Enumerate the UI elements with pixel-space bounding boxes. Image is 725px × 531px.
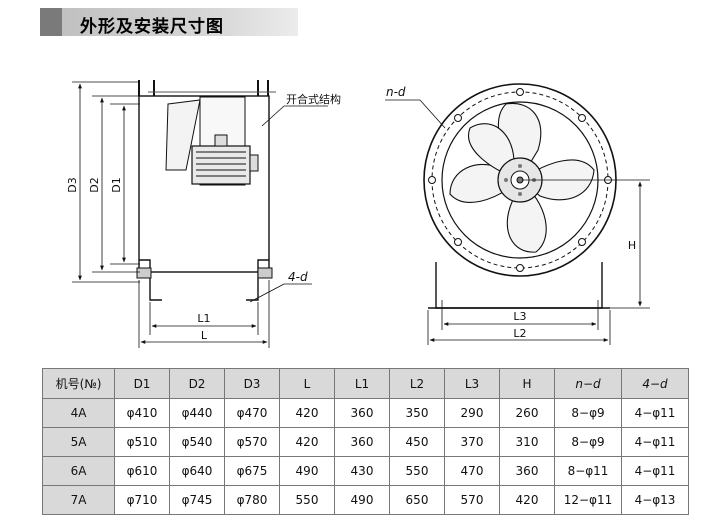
table-cell: 430 [334, 456, 390, 486]
column-header: H [499, 368, 555, 399]
title-accent [40, 8, 62, 36]
column-header: 4−d [621, 368, 689, 399]
table-cell: φ470 [224, 398, 280, 428]
model-cell: 4A [42, 398, 115, 428]
table-cell: 550 [389, 456, 445, 486]
column-header: L3 [444, 368, 500, 399]
table-cell: φ440 [169, 398, 225, 428]
table-cell: φ710 [114, 485, 170, 515]
table-cell: 420 [499, 485, 555, 515]
table-cell: φ745 [169, 485, 225, 515]
side-view-drawing [72, 80, 328, 348]
table-cell: 8−φ9 [554, 398, 622, 428]
column-header: L1 [334, 368, 390, 399]
table-cell: 310 [499, 427, 555, 457]
column-header: n−d [554, 368, 622, 399]
table-cell: 360 [334, 398, 390, 428]
table-cell: 470 [444, 456, 500, 486]
table-cell: φ570 [224, 427, 280, 457]
table-cell: 450 [389, 427, 445, 457]
table-row: 5A φ510 φ540 φ570 420 360 450 370 310 8−… [42, 427, 689, 457]
table-cell: 650 [389, 485, 445, 515]
table-cell: 8−φ9 [554, 427, 622, 457]
table-cell: φ675 [224, 456, 280, 486]
dim-d1-label: D1 [110, 177, 123, 192]
column-header: L [279, 368, 335, 399]
page-title: 外形及安装尺寸图 [80, 17, 224, 37]
table-row: 7A φ710 φ745 φ780 550 490 650 570 420 12… [42, 485, 689, 515]
dim-l3-label: L3 [513, 310, 526, 323]
column-header: L2 [389, 368, 445, 399]
table-row: 6A φ610 φ640 φ675 490 430 550 470 360 8−… [42, 456, 689, 486]
column-header: D3 [224, 368, 280, 399]
column-header: D1 [114, 368, 170, 399]
n-d-label: n-d [386, 85, 406, 99]
dim-d2-label: D2 [88, 177, 101, 192]
table-cell: 260 [499, 398, 555, 428]
table-cell: 420 [279, 398, 335, 428]
table-cell: 8−φ11 [554, 456, 622, 486]
model-cell: 7A [42, 485, 115, 515]
table-header-row: 机号(№) D1 D2 D3 L L1 L2 L3 H n−d 4−d [42, 368, 689, 399]
dimension-table: 机号(№) D1 D2 D3 L L1 L2 L3 H n−d 4−d 4A φ… [42, 368, 689, 515]
table-cell: φ540 [169, 427, 225, 457]
model-cell: 6A [42, 456, 115, 486]
table-cell: φ410 [114, 398, 170, 428]
title-bar [40, 8, 298, 36]
four-d-label: 4-d [288, 270, 308, 284]
dim-l-label: L [201, 329, 208, 342]
table-cell: φ510 [114, 427, 170, 457]
table-row: 4A φ410 φ440 φ470 420 360 350 290 260 8−… [42, 398, 689, 428]
table-cell: 4−φ13 [621, 485, 689, 515]
table-cell: φ640 [169, 456, 225, 486]
table-cell: 490 [279, 456, 335, 486]
dim-l1-label: L1 [197, 312, 210, 325]
dim-d3-label: D3 [66, 177, 79, 192]
column-header: D2 [169, 368, 225, 399]
table-cell: φ780 [224, 485, 280, 515]
table-cell: 350 [389, 398, 445, 428]
table-cell: 290 [444, 398, 500, 428]
table-cell: 4−φ11 [621, 427, 689, 457]
table-cell: 550 [279, 485, 335, 515]
table-cell: 4−φ11 [621, 456, 689, 486]
front-view-drawing [385, 83, 650, 345]
table-cell: 12−φ11 [554, 485, 622, 515]
table-cell: 370 [444, 427, 500, 457]
table-cell: 570 [444, 485, 500, 515]
dim-l2-label: L2 [513, 327, 526, 340]
model-cell: 5A [42, 427, 115, 457]
table-cell: φ610 [114, 456, 170, 486]
open-structure-label: 开合式结构 [286, 92, 341, 106]
table-cell: 4−φ11 [621, 398, 689, 428]
table-cell: 490 [334, 485, 390, 515]
column-header: 机号(№) [42, 368, 115, 399]
table-cell: 360 [499, 456, 555, 486]
table-cell: 420 [279, 427, 335, 457]
dim-h-label: H [628, 239, 636, 252]
table-cell: 360 [334, 427, 390, 457]
